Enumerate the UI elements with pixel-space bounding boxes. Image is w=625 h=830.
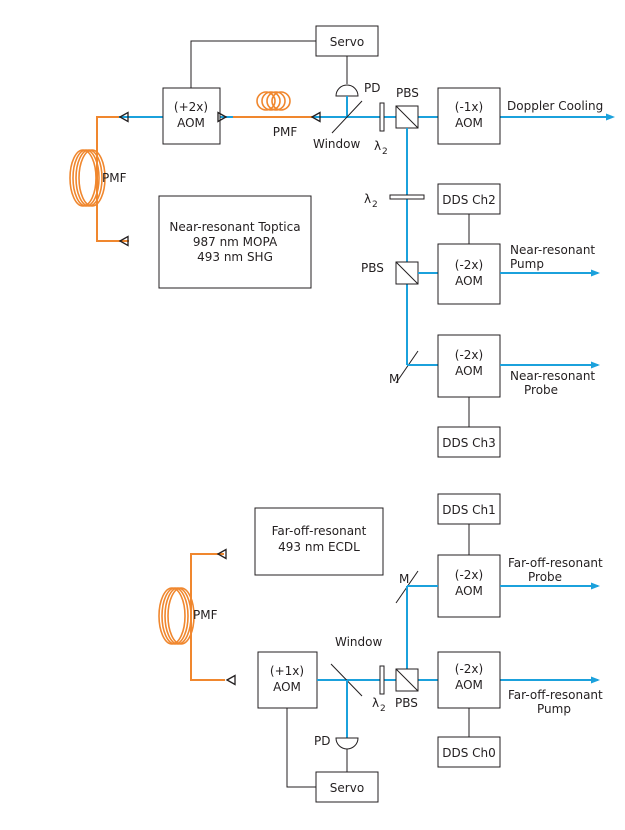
mirror-near-probe: [395, 350, 419, 384]
servo-feedback-line-top: [190, 40, 316, 88]
pbs-label-middle: PBS: [361, 261, 384, 275]
pbs-bottom-diagonal: [395, 668, 419, 692]
aom-near-pump-order: (-2x): [455, 258, 483, 272]
aom-near-pump-label: AOM: [455, 274, 483, 288]
aom-far-pump-box: [437, 651, 501, 709]
dds-ch1-label: DDS Ch1: [442, 503, 496, 517]
photodiode-bottom: [335, 737, 359, 750]
svg-text:2: 2: [382, 147, 388, 157]
aom-plus2x-order: (+2x): [174, 100, 208, 114]
pmf-fiber-bottom: [158, 553, 225, 681]
aom-plus2x-box: [162, 87, 221, 145]
dds-ch0-box: [437, 736, 501, 768]
fiber-input-arrow-top: [310, 111, 321, 123]
svg-text:2: 2: [380, 704, 386, 714]
servo-box-bottom: [315, 771, 379, 803]
dds-ch3-box: [437, 426, 501, 458]
far-off-resonant-laser-box: [254, 507, 384, 576]
fiber-output-arrow-top: [118, 111, 129, 123]
aom-near-probe-order: (-2x): [455, 348, 483, 362]
aom-to-fiber-arrow-top: [217, 111, 228, 123]
aom-near-probe-label: AOM: [455, 364, 483, 378]
servo-label-top: Servo: [330, 35, 364, 49]
pmf-coil-top: [233, 91, 313, 118]
aom-plus2x-label: AOM: [177, 116, 205, 130]
laser-fiber-arrow-bottom: [216, 548, 227, 560]
lambda-half-bottom: λ 2: [372, 696, 386, 714]
near-probe-label-2: Probe: [524, 383, 558, 397]
dds-ch2-box: [437, 183, 501, 215]
dds-ch3-label: DDS Ch3: [442, 436, 496, 450]
laser-fiber-arrow-top: [118, 235, 129, 247]
aom-far-probe-label: AOM: [455, 584, 483, 598]
doppler-cooling-label: Doppler Cooling: [507, 99, 603, 113]
aom-far-probe-box: [437, 554, 501, 618]
photodiode-top: [335, 84, 359, 97]
mirror-label-bottom: M: [399, 572, 409, 586]
waveplate-bottom: [379, 665, 385, 695]
svg-text:λ: λ: [372, 696, 379, 710]
near-pump-label-1: Near-resonant: [510, 243, 595, 257]
near-laser-line-3: 493 nm SHG: [197, 250, 273, 264]
doppler-arrow: [606, 113, 615, 121]
pbs-label-top: PBS: [396, 86, 419, 100]
aom-far-pump-order: (-2x): [455, 662, 483, 676]
far-pump-arrow: [591, 676, 600, 684]
aom-minus1x-order: (-1x): [455, 100, 483, 114]
mirror-label-top: M: [389, 372, 399, 386]
dds-ch2-label: DDS Ch2: [442, 193, 496, 207]
pmf-label-bottom: PMF: [193, 608, 218, 622]
near-pump-label-2: Pump: [510, 257, 544, 271]
far-probe-label-1: Far-off-resonant: [508, 556, 603, 570]
pd-label-top: PD: [364, 81, 380, 95]
aom-plus1x-box: [257, 651, 318, 709]
beam-arrowheads: [118, 111, 615, 686]
window-top: [331, 100, 363, 134]
lambda-half-top: λ 2: [374, 139, 388, 157]
waveplate-top-vertical: [389, 194, 425, 200]
pmf-label-top-small: PMF: [273, 125, 298, 139]
aom-far-pump-label: AOM: [455, 678, 483, 692]
near-probe-arrow: [591, 361, 600, 369]
far-pump-label-2: Pump: [537, 702, 571, 716]
pbs-middle-diagonal: [395, 261, 419, 285]
window-label-top: Window: [313, 137, 361, 151]
servo-feedback-line-bottom: [286, 708, 316, 788]
lambda-half-vertical: λ 2: [364, 192, 378, 210]
far-laser-line-2: 493 nm ECDL: [278, 540, 360, 554]
svg-text:λ: λ: [364, 192, 371, 206]
aom-minus1x-label: AOM: [455, 116, 483, 130]
dds-ch0-label: DDS Ch0: [442, 746, 496, 760]
pbs-top-diagonal: [395, 105, 419, 129]
aom-far-probe-order: (-2x): [455, 568, 483, 582]
far-laser-line-1: Far-off-resonant: [272, 524, 367, 538]
pbs-label-bottom: PBS: [395, 696, 418, 710]
near-laser-line-2: 987 nm MOPA: [193, 235, 278, 249]
dds-ch1-box: [437, 493, 501, 525]
svg-text:λ: λ: [374, 139, 381, 153]
aom-plus1x-order: (+1x): [270, 664, 304, 678]
near-probe-label-1: Near-resonant: [510, 369, 595, 383]
far-pump-label-1: Far-off-resonant: [508, 688, 603, 702]
aom-minus1x-box: [437, 87, 501, 145]
near-resonant-laser-box: [158, 195, 312, 289]
aom-plus1x-label: AOM: [273, 680, 301, 694]
far-probe-label-2: Probe: [528, 570, 562, 584]
near-pump-arrow: [591, 269, 600, 277]
svg-text:2: 2: [372, 200, 378, 210]
pmf-label-top-large: PMF: [102, 171, 127, 185]
waveplate-top-horizontal: [379, 102, 385, 132]
far-probe-arrow: [591, 582, 600, 590]
pd-label-bottom: PD: [314, 734, 330, 748]
pmf-fiber-top: [69, 116, 129, 242]
near-laser-line-1: Near-resonant Toptica: [169, 220, 300, 234]
window-label-bottom: Window: [335, 635, 383, 649]
fiber-aom-arrow-bottom: [225, 674, 236, 686]
servo-label-bottom: Servo: [330, 781, 364, 795]
